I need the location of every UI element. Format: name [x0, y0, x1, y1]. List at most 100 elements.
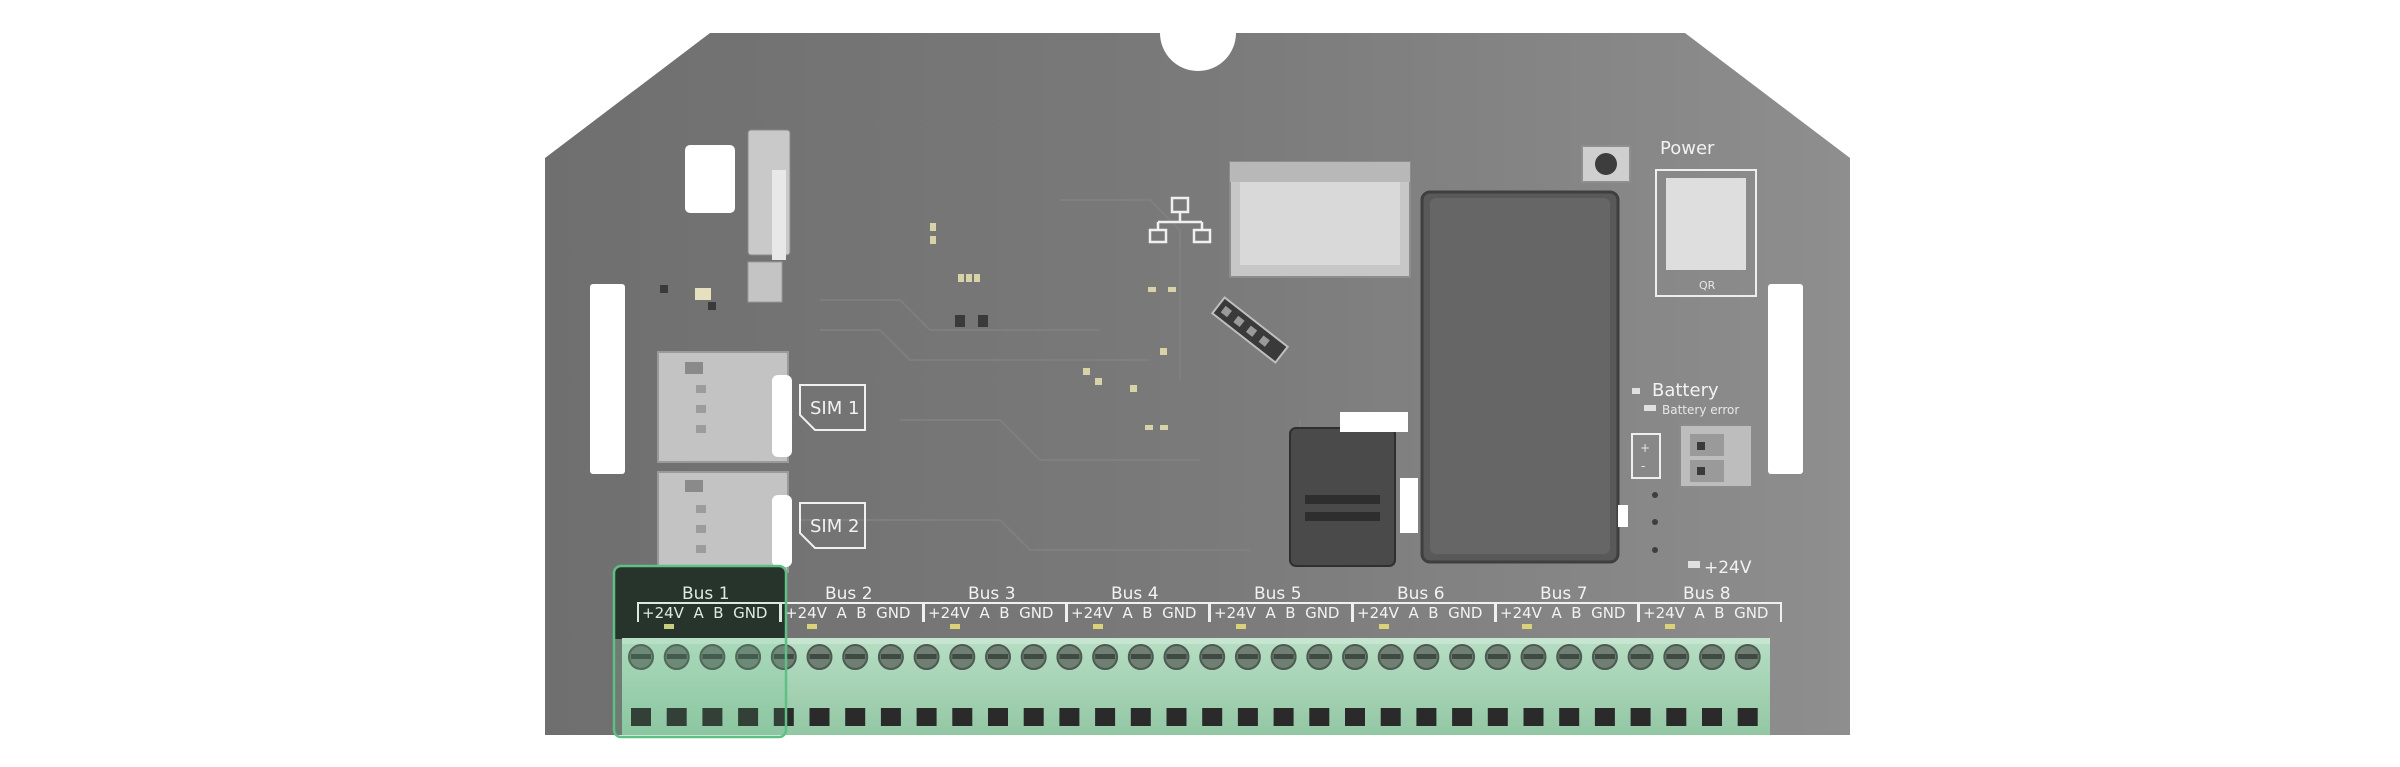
terminal-wire-hole	[1237, 708, 1258, 726]
terminal-wire-hole	[702, 708, 723, 726]
mounting-slot-left	[590, 284, 625, 474]
terminal-wire-hole	[1737, 708, 1758, 726]
sim-slot-1	[657, 351, 792, 463]
bus-2-label-group: Bus 2+24V A B GND	[780, 584, 924, 629]
terminal-screw-slot	[880, 654, 901, 659]
sim2-label-frame	[799, 502, 866, 549]
sim1-label: SIM 1	[810, 398, 859, 419]
terminal-screw-slot	[1273, 654, 1294, 659]
battery-terminal: + -	[1631, 424, 1753, 488]
battery-led	[1632, 388, 1640, 394]
terminal-screw-slot	[1523, 654, 1544, 659]
terminal-wire-hole	[1130, 708, 1151, 726]
terminal-wire-hole	[1059, 708, 1080, 726]
terminal-screw-slot	[631, 654, 651, 659]
terminal-wire-hole	[1630, 708, 1651, 726]
bus-name: Bus 8	[1683, 584, 1731, 604]
bus-led	[1093, 624, 1103, 629]
sim1-label-frame	[799, 384, 866, 431]
terminal-wire-hole	[738, 708, 759, 726]
terminal-screw-slot	[952, 654, 973, 659]
bus-terminal-labels: +24V A B GND	[1643, 604, 1768, 622]
terminal-wire-hole	[1666, 708, 1687, 726]
bus-name: Bus 1	[682, 584, 730, 604]
terminal-screw-slot	[1130, 654, 1151, 659]
qr-code-area	[1666, 178, 1746, 270]
terminal-wire-hole	[809, 708, 830, 726]
bus-terminal-labels: +24V A B GND	[1214, 604, 1339, 622]
battery-label: Battery	[1652, 380, 1719, 401]
terminal-wire-hole	[1702, 708, 1722, 726]
terminal-screw-slot	[1166, 654, 1187, 659]
bus-led	[1665, 624, 1675, 629]
bus-name: Bus 5	[1254, 584, 1302, 604]
svg-text:+: +	[1640, 441, 1650, 455]
terminal-wire-hole	[1166, 708, 1187, 726]
white-pad	[685, 145, 735, 213]
battery-error-led	[1644, 405, 1656, 411]
terminal-screw-slot	[1023, 654, 1044, 659]
terminal-screw-slot	[1309, 654, 1330, 659]
bus-name: Bus 3	[968, 584, 1016, 604]
terminal-screw-slot	[1702, 654, 1722, 659]
terminal-wire-hole	[988, 708, 1008, 726]
sim-slot-2	[657, 471, 792, 573]
terminal-wire-hole	[845, 708, 866, 726]
terminal-screw-slot	[1559, 654, 1580, 659]
bus-led	[807, 624, 817, 629]
terminal-wire-hole	[1416, 708, 1437, 726]
bus-led	[950, 624, 960, 629]
terminal-screw-slot	[738, 654, 759, 659]
terminal-screw-slot	[1594, 654, 1615, 659]
terminal-screw-slot	[702, 654, 723, 659]
mounting-slot-right	[1768, 284, 1803, 474]
bus-terminal-labels: +24V A B GND	[642, 604, 767, 622]
sim2-label: SIM 2	[810, 516, 859, 537]
terminal-screw-slot	[1237, 654, 1258, 659]
terminal-screw-slot	[1666, 654, 1687, 659]
bus-5-label-group: Bus 5+24V A B GND	[1209, 584, 1353, 629]
bus-name: Bus 7	[1540, 584, 1588, 604]
bus-bracket	[1638, 602, 1782, 622]
terminal-screw-slot	[845, 654, 866, 659]
terminal-wire-hole	[1452, 708, 1473, 726]
bus-4-label-group: Bus 4+24V A B GND	[1066, 584, 1210, 629]
tamper-switch	[747, 129, 791, 303]
terminal-screw-slot	[1737, 654, 1758, 659]
terminal-wire-hole	[631, 708, 651, 726]
terminal-screw-slot	[1202, 654, 1223, 659]
terminal-screw-slot	[1380, 654, 1401, 659]
terminal-wire-hole	[1380, 708, 1401, 726]
plus24v-label: +24V	[1704, 558, 1752, 578]
terminal-wire-hole	[1345, 708, 1365, 726]
bus-led	[1522, 624, 1532, 629]
terminal-screw-slot	[666, 654, 687, 659]
bus-terminal-labels: +24V A B GND	[928, 604, 1053, 622]
terminal-block-top-edge	[622, 638, 1770, 644]
bus-terminal-labels: +24V A B GND	[1071, 604, 1196, 622]
ethernet-port	[1229, 161, 1411, 278]
terminal-wire-hole	[1273, 708, 1294, 726]
terminal-wire-hole	[1487, 708, 1508, 726]
power-label: Power	[1660, 138, 1715, 159]
terminal-wire-hole	[1023, 708, 1044, 726]
terminal-wire-hole	[1594, 708, 1615, 726]
bus-name: Bus 6	[1397, 584, 1445, 604]
terminal-screw-slot	[1630, 654, 1651, 659]
terminal-screw-slot	[1059, 654, 1080, 659]
terminal-wire-hole	[1095, 708, 1116, 726]
terminal-wire-hole	[773, 708, 794, 726]
terminal-screw-slot	[773, 654, 794, 659]
power-module	[1420, 190, 1628, 564]
battery-error-label: Battery error	[1662, 403, 1739, 417]
pin-header	[1210, 296, 1290, 364]
terminal-wire-hole	[1559, 708, 1580, 726]
terminal-screw-slot	[1416, 654, 1437, 659]
terminal-screw-slot	[1452, 654, 1473, 659]
bus-terminal-labels: +24V A B GND	[1500, 604, 1625, 622]
via-dots	[1652, 492, 1658, 553]
terminal-wire-hole	[916, 708, 937, 726]
bus1-highlight-border	[612, 564, 788, 739]
battery-connector	[1289, 412, 1418, 567]
terminal-screw-slot	[1345, 654, 1365, 659]
